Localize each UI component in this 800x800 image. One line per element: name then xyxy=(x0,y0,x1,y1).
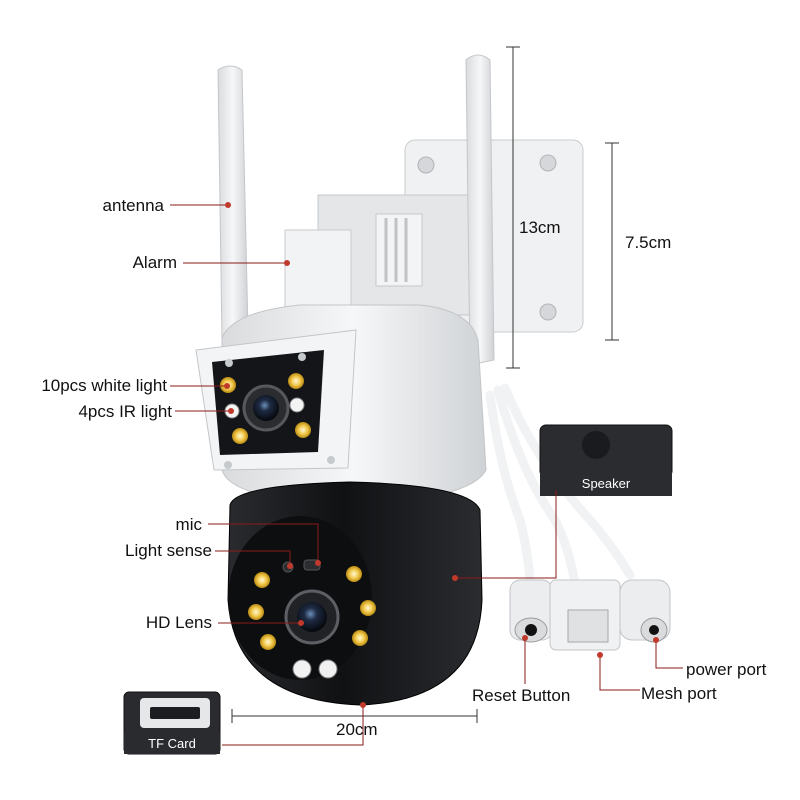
label-light-sense: Light sense xyxy=(125,541,212,560)
wall-bracket xyxy=(284,139,584,333)
label-tf-card: TF Card xyxy=(148,736,196,751)
camera-upper-body xyxy=(195,304,487,506)
dimension-height-total: 13cm xyxy=(519,218,561,237)
label-hd-lens: HD Lens xyxy=(145,613,212,632)
leader-lines xyxy=(170,204,683,746)
label-alarm: Alarm xyxy=(132,253,177,272)
label-reset-button: Reset Button xyxy=(472,686,571,705)
upper-light-board xyxy=(220,373,311,444)
tf-card-inset xyxy=(123,691,221,755)
label-mic: mic xyxy=(175,515,202,534)
label-mesh-port: Mesh port xyxy=(641,684,717,703)
label-white-light: 10pcs white light xyxy=(41,376,167,395)
label-ir-light: 4pcs IR light xyxy=(78,402,172,421)
camera-dome xyxy=(227,481,483,706)
leader-dots xyxy=(224,202,659,708)
dimension-height-bracket: 7.5cm xyxy=(625,233,672,252)
label-speaker: Speaker xyxy=(581,476,631,491)
label-antenna: antenna xyxy=(102,196,164,215)
label-power-port: power port xyxy=(686,660,767,679)
dimension-depth: 20cm xyxy=(336,720,378,739)
antenna-right xyxy=(465,54,495,366)
dimension-lines xyxy=(231,46,619,723)
speaker-inset xyxy=(539,424,673,496)
cable-bundle xyxy=(485,383,635,595)
antenna-left xyxy=(217,65,249,341)
connectors xyxy=(509,579,671,651)
